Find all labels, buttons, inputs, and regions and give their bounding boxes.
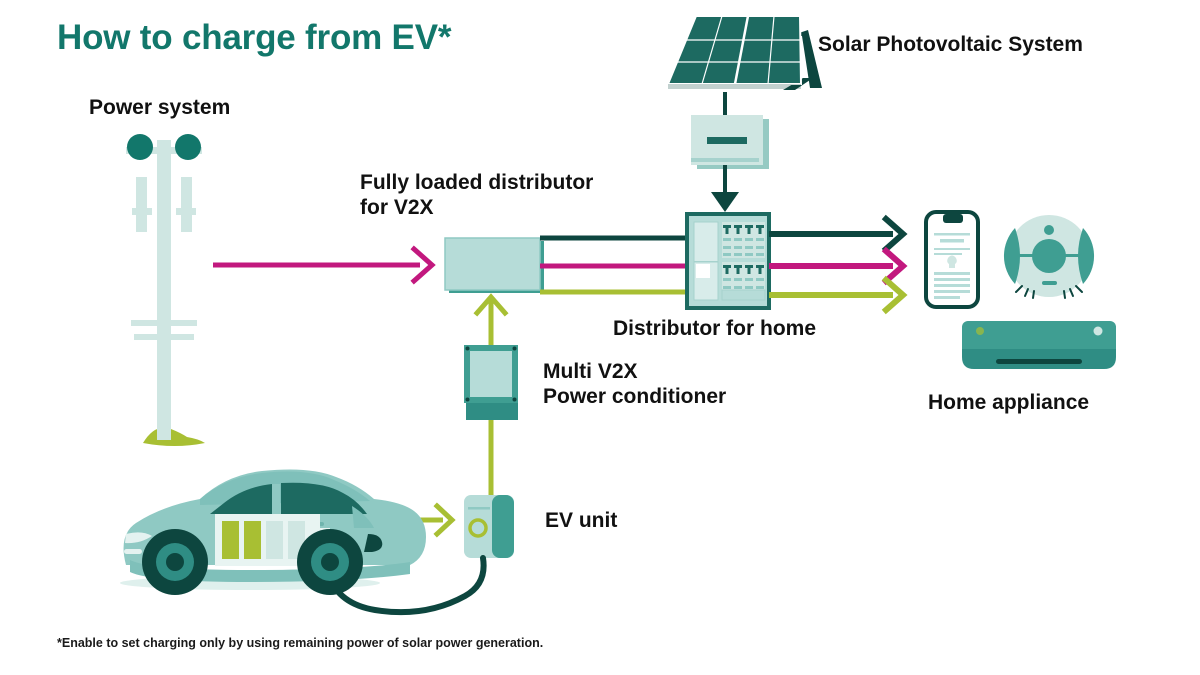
label-ev-unit: EV unit: [545, 509, 618, 532]
breaker-grid: [721, 222, 766, 301]
car-wheel-rear: [297, 529, 363, 595]
car-wheel-front: [142, 529, 208, 595]
flow-v2x-to-home-distributor: [540, 235, 690, 295]
solar-inverter: [691, 115, 769, 169]
flow-conditioner-to-v2x: [473, 293, 509, 345]
ev-car: [120, 469, 427, 595]
appliance-air-conditioner: [962, 321, 1116, 369]
home-distributor: [685, 212, 771, 310]
ev-unit: [326, 495, 514, 616]
flow-inverter-to-home-distributor: [711, 165, 739, 212]
flow-home-distributor-to-appliance: [769, 214, 908, 315]
flow-grid-to-v2x: [213, 245, 436, 285]
solar-panel: [666, 15, 822, 90]
label-power-system: Power system: [89, 96, 231, 119]
footnote: *Enable to set charging only by using re…: [57, 636, 544, 650]
appliance-robot-vacuum: [1003, 215, 1095, 299]
v2x-distributor-box: [444, 237, 544, 293]
label-home-appliance: Home appliance: [928, 391, 1090, 414]
power-conditioner: [464, 345, 518, 420]
label-solar-system: Solar Photovoltaic System: [818, 33, 1083, 56]
page-title: How to charge from EV*: [57, 18, 452, 57]
label-power-conditioner: Multi V2X Power conditioner: [543, 360, 727, 408]
appliance-smartphone: [924, 210, 980, 309]
power-system-pole: [126, 134, 205, 446]
label-v2x-distributor: Fully loaded distributor for V2X: [360, 171, 594, 219]
label-distributor-for-home: Distributor for home: [613, 317, 816, 340]
